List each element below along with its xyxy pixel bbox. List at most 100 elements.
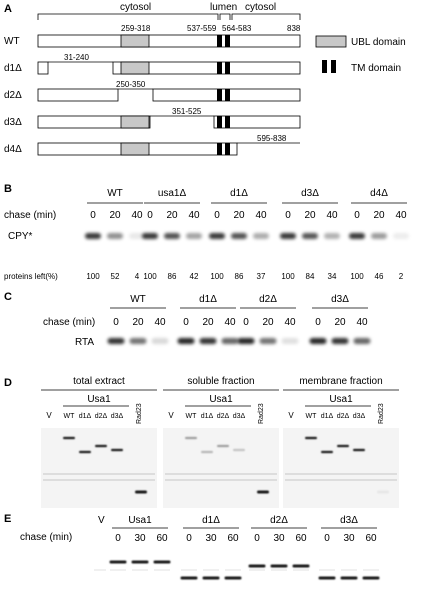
percent-b-1-1: 86	[168, 272, 177, 281]
time-label-b-3-1: 20	[304, 210, 316, 221]
panel-a: A cytosol lumen cytosol 259-318 537-559 …	[4, 2, 406, 156]
time-label-b-1-1: 20	[166, 210, 178, 221]
percent-b-2-2: 37	[257, 272, 266, 281]
usa1-label-d-0: Usa1	[87, 394, 111, 405]
band-c-3-0	[309, 338, 327, 344]
group-label-b-4: d4Δ	[370, 188, 388, 199]
time-label-c-2-1: 20	[262, 317, 274, 328]
percent-b-4-0: 100	[350, 272, 364, 281]
lane-label-d-1-2: d2Δ	[217, 413, 230, 420]
ubl-domain-wt	[120, 34, 150, 48]
deletion-range-d2: 250-350	[116, 80, 146, 89]
proteins-left-label: proteins left(%)	[4, 272, 58, 281]
band-label-cpy: CPY*	[8, 231, 33, 242]
section-title-d-1: soluble fraction	[187, 376, 254, 387]
cytosol-bracket-left	[37, 13, 219, 20]
v-label-d-1: V	[168, 411, 174, 420]
construct-bar-d1-rest	[112, 61, 301, 75]
band-e-2-2	[292, 564, 310, 568]
group-label-e-0: Usa1	[128, 515, 152, 526]
time-label-c-2-0: 0	[243, 317, 249, 328]
gel-d-2	[283, 428, 399, 508]
lane-label-d-2-1: d1Δ	[321, 413, 334, 420]
time-label-c-1-2: 40	[224, 317, 236, 328]
lane-label-d-1-3: d3Δ	[233, 413, 246, 420]
v-label-d-0: V	[46, 411, 52, 420]
band-d-0-1	[79, 450, 91, 454]
band-b-0-0	[85, 233, 101, 239]
band-b-0-2	[129, 233, 145, 239]
lane-label-d-2-0: WT	[306, 413, 318, 420]
lane-label-d-0-2: d2Δ	[95, 413, 108, 420]
band-e-3-2	[362, 576, 380, 580]
v-label-d-2: V	[288, 411, 294, 420]
time-label-e-2-1: 30	[273, 533, 285, 544]
band-e-0-0	[109, 560, 127, 564]
panel-letter-e: E	[4, 513, 11, 525]
construct-bar-wt	[37, 34, 301, 48]
position-tm2: 564-583	[222, 24, 252, 33]
percent-b-0-2: 4	[135, 272, 140, 281]
time-label-e-0-1: 30	[134, 533, 146, 544]
band-b-1-2	[186, 233, 202, 239]
band-b-2-1	[231, 233, 247, 239]
region-lumen: lumen	[210, 2, 237, 13]
band-d-rad23-1	[257, 490, 269, 494]
band-c-0-0	[107, 338, 125, 344]
group-label-e-2: d2Δ	[270, 515, 288, 526]
v-label-e: V	[98, 515, 105, 526]
time-label-b-4-1: 20	[373, 210, 385, 221]
band-e-1-2	[224, 576, 242, 580]
lumen-bracket	[219, 13, 231, 20]
chase-label-c: chase (min)	[43, 317, 95, 328]
construct-bar-d1-start	[37, 61, 49, 75]
band-e-2-1	[270, 564, 288, 568]
time-label-e-3-0: 0	[324, 533, 330, 544]
lane-label-d-2-2: d2Δ	[337, 413, 350, 420]
construct-label-d1: d1Δ	[4, 63, 22, 74]
legend-ubl-swatch	[315, 35, 347, 48]
rad23-label-d-0: Rad23	[136, 403, 143, 424]
construct-bar-d3-rest	[213, 115, 301, 129]
percent-b-0-1: 52	[111, 272, 120, 281]
percent-b-3-2: 34	[328, 272, 337, 281]
band-c-1-0	[177, 338, 195, 344]
deletion-range-d1: 31-240	[64, 53, 89, 62]
rad23-label-d-1: Rad23	[258, 403, 265, 424]
legend-tm-swatch-1	[322, 60, 327, 73]
band-b-0-1	[107, 233, 123, 239]
region-cytosol-right: cytosol	[245, 2, 276, 13]
lane-label-d-1-0: WT	[186, 413, 198, 420]
percent-b-4-2: 2	[399, 272, 404, 281]
band-b-3-2	[324, 233, 340, 239]
band-e-2-0	[248, 564, 266, 568]
band-e-3-1	[340, 576, 358, 580]
group-label-b-3: d3Δ	[301, 188, 319, 199]
tm2-d4	[225, 143, 230, 155]
gel-d-0	[41, 428, 157, 508]
time-label-e-1-0: 0	[186, 533, 192, 544]
tm2-d1	[225, 62, 230, 74]
band-d-2-3	[353, 448, 365, 452]
time-label-b-1-0: 0	[147, 210, 153, 221]
percent-b-3-1: 84	[306, 272, 315, 281]
panel-b: B chase (min) CPY* proteins left(%) WT01…	[4, 183, 409, 281]
band-d-1-1	[201, 450, 213, 454]
chase-label-e: chase (min)	[20, 532, 72, 543]
panel-letter-d: D	[4, 377, 12, 389]
lane-label-d-2-3: d3Δ	[353, 413, 366, 420]
time-label-e-1-2: 60	[227, 533, 239, 544]
panel-letter-b: B	[4, 183, 12, 195]
tm1-d4	[217, 143, 222, 155]
band-e-3-0	[318, 576, 336, 580]
percent-b-0-0: 100	[86, 272, 100, 281]
cytosol-bracket-right	[231, 13, 301, 20]
percent-b-2-1: 86	[235, 272, 244, 281]
time-label-b-2-0: 0	[214, 210, 220, 221]
band-e-0-1	[131, 560, 149, 564]
time-label-c-0-2: 40	[154, 317, 166, 328]
group-label-b-1: usa1Δ	[158, 188, 187, 199]
position-ubl: 259-318	[121, 24, 151, 33]
percent-b-3-0: 100	[281, 272, 295, 281]
time-label-b-3-2: 40	[326, 210, 338, 221]
